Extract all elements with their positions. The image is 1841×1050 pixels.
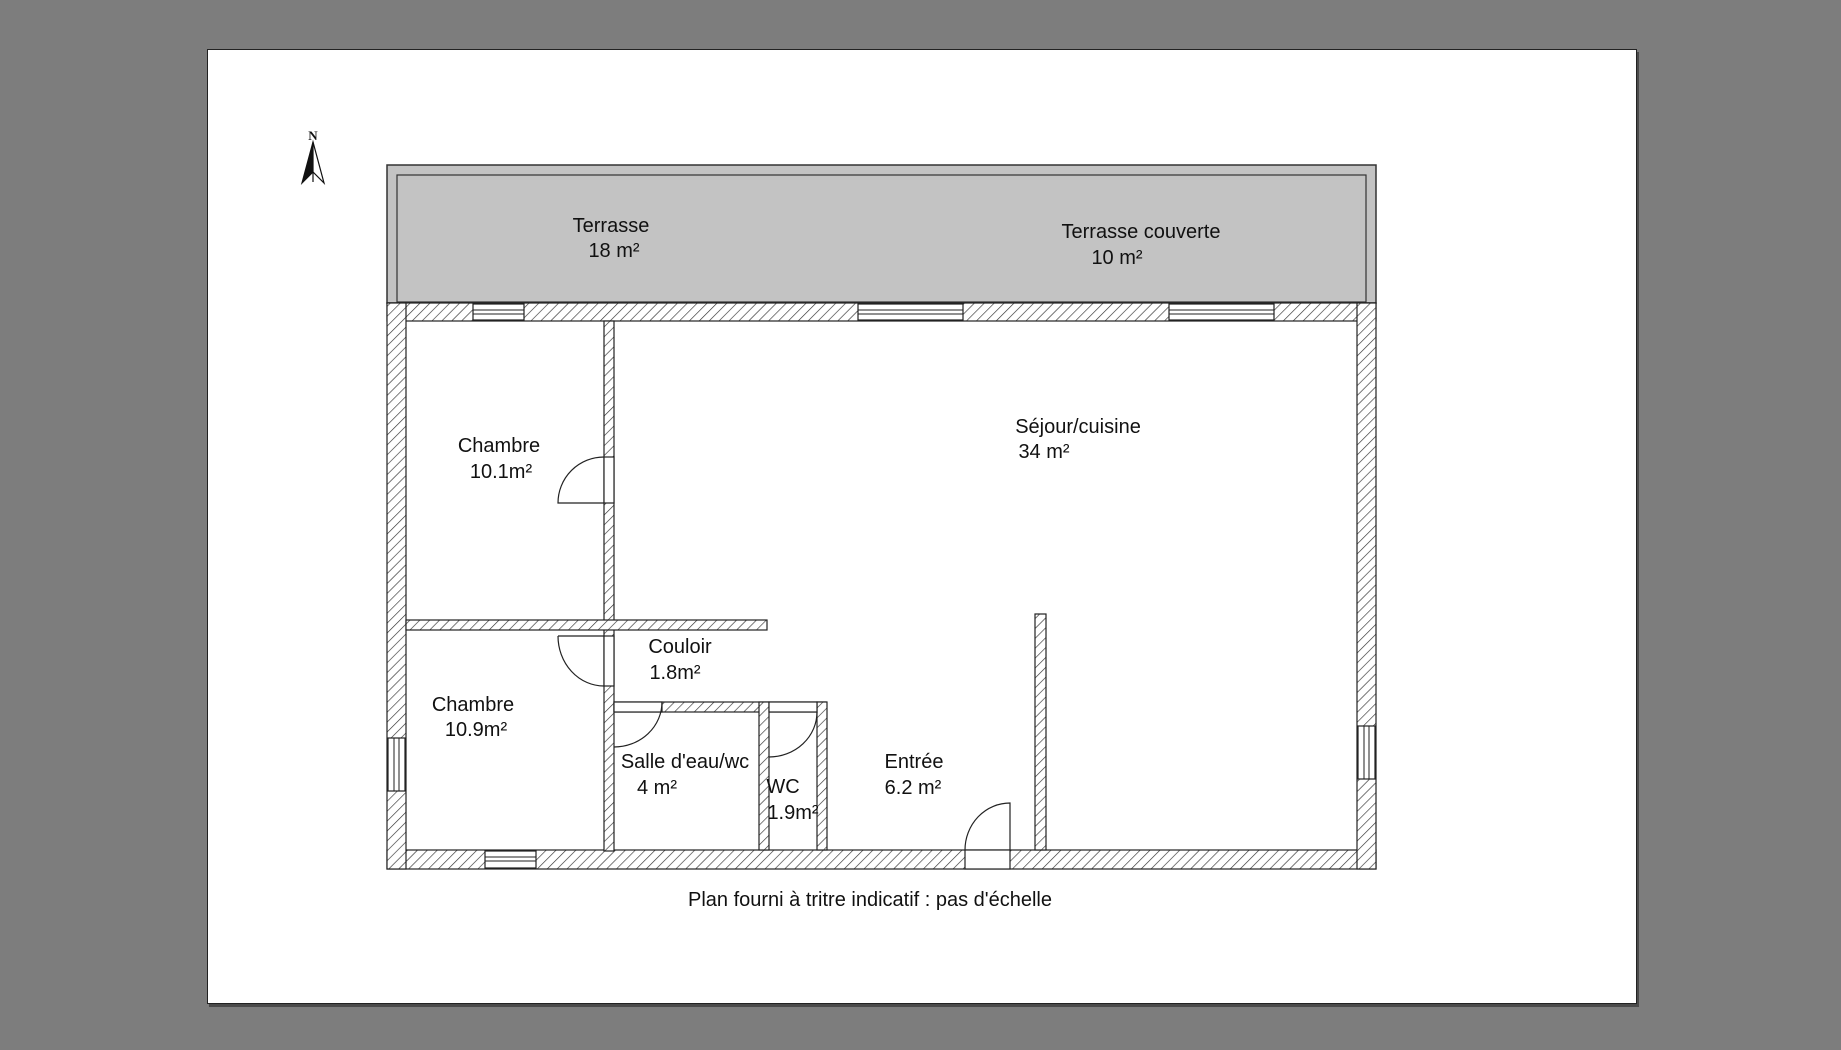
room-label-wc: WC 1.9m²	[766, 776, 819, 824]
room-name: Terrasse couverte	[1062, 221, 1221, 243]
room-area: 4 m²	[637, 777, 677, 799]
room-area: 1.8m²	[649, 662, 700, 684]
room-area: 10 m²	[1091, 247, 1142, 269]
windows	[387, 303, 1376, 869]
north-arrow-icon: N	[300, 128, 326, 186]
room-label-terrasse: Terrasse 18 m²	[573, 215, 650, 262]
room-name: Chambre	[432, 694, 514, 716]
room-name: Couloir	[648, 636, 712, 658]
room-label-entree: Entrée 6.2 m²	[885, 751, 944, 799]
room-name: Entrée	[885, 751, 944, 773]
room-area: 6.2 m²	[885, 777, 942, 799]
room-name: Séjour/cuisine	[1015, 416, 1141, 438]
room-label-chambre-2: Chambre 10.9m²	[432, 694, 514, 741]
room-label-salle-eau: Salle d'eau/wc 4 m²	[621, 751, 749, 799]
north-label: N	[308, 128, 318, 143]
room-name: Terrasse	[573, 215, 650, 237]
room-area: 1.9m²	[767, 802, 818, 824]
room-area: 10.1m²	[470, 461, 533, 483]
room-name: Salle d'eau/wc	[621, 751, 749, 773]
room-area: 10.9m²	[445, 719, 508, 741]
room-name: Chambre	[458, 435, 540, 457]
room-area: 18 m²	[588, 240, 639, 262]
terrace-area	[386, 164, 1377, 304]
doors	[557, 456, 1011, 870]
room-name: WC	[766, 776, 799, 798]
room-area: 34 m²	[1018, 441, 1069, 463]
room-label-terrasse-couverte: Terrasse couverte 10 m²	[1062, 221, 1221, 269]
walls	[386, 302, 1377, 870]
room-label-sejour: Séjour/cuisine 34 m²	[1015, 416, 1141, 463]
room-label-chambre-1: Chambre 10.1m²	[458, 435, 540, 483]
plan-disclaimer: Plan fourni à tritre indicatif : pas d'é…	[688, 889, 1052, 911]
room-label-couloir: Couloir 1.8m²	[648, 636, 712, 684]
